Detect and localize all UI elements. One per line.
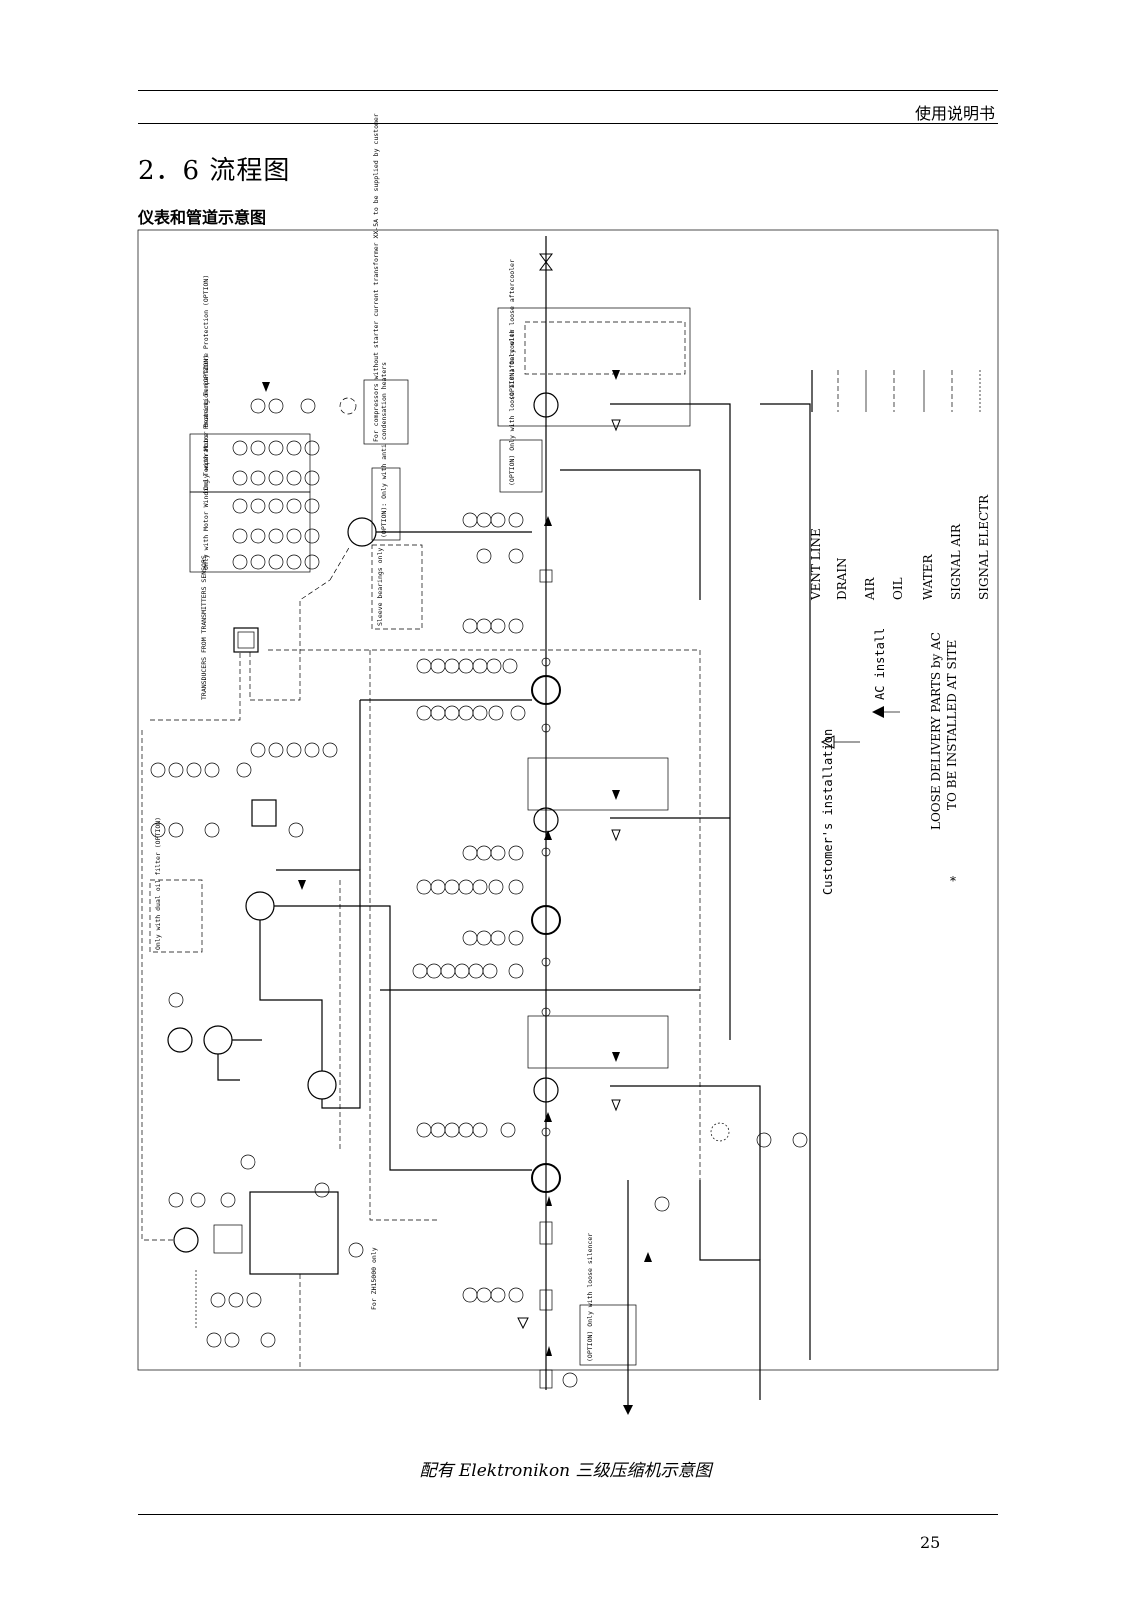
- prelube-motor: [167, 1027, 193, 1053]
- legend-oil: OIL: [891, 577, 905, 600]
- compressor-stage-2: [531, 905, 561, 935]
- label-dual-oil-filter: Only with dual oil filter (OPTION): [154, 817, 162, 950]
- label-transducers: TRANSDUCERS FROM TRANSMITTERS SENSORS: [200, 555, 208, 700]
- label-air-aftercooler-2: (OPTION) Only with loose air aftercooler: [508, 329, 516, 486]
- section-subtitle: 仪表和管道示意图: [138, 208, 267, 227]
- label-ac-install: AC install: [873, 628, 887, 700]
- label-sleeve-bearings: Sleeve bearings only: [376, 548, 384, 626]
- page-number: 25: [920, 1533, 941, 1552]
- legend-note-line1: LOOSE DELIVERY PARTS by AC: [929, 632, 943, 830]
- oil-cooler: [245, 891, 275, 921]
- label-loose-silencer: (OPTION) Only with loose silencer: [586, 1233, 594, 1362]
- diagram-frame: [137, 229, 999, 1371]
- header-title: 使用说明书: [914, 104, 995, 123]
- oil-pump: [307, 1070, 337, 1100]
- legend-signal-electr: SIGNAL ELECTR: [977, 494, 991, 600]
- outlet-arrow: [623, 1405, 633, 1415]
- oil-filter: [251, 799, 277, 827]
- label-customers-installation: Customer's installation: [821, 729, 835, 895]
- legend-signal-air: SIGNAL AIR: [949, 523, 963, 600]
- legend-drain: DRAIN: [835, 557, 849, 600]
- legend-note-line2: TO BE INSTALLED AT SITE: [945, 640, 959, 810]
- compressor-stage-1: [531, 1163, 561, 1193]
- figure-caption: 配有 Elektronikon 三级压缩机示意图: [419, 1461, 712, 1481]
- intercooler-box-1: [527, 1015, 669, 1069]
- header-bottom-rule: [138, 123, 998, 124]
- label-transformer-note: For compressors without starter current …: [372, 113, 380, 442]
- label-condensation-heaters: (OPTION): Only with anti condensation he…: [380, 362, 388, 538]
- intercooler-box-2: [527, 757, 669, 811]
- label-zh-note: For ZH15000 only: [370, 1247, 378, 1310]
- aftercooler-box: [497, 307, 691, 427]
- compressor-stage-3: [531, 675, 561, 705]
- cooler-symbol: [533, 392, 559, 418]
- legend-asterisk: *: [950, 874, 956, 888]
- legend-air: AIR: [863, 577, 877, 601]
- legend-vent-line: VENT LINE: [809, 528, 823, 601]
- header-top-rule: [138, 90, 998, 91]
- footer-rule: [138, 1514, 998, 1515]
- section-title: 2．6 流程图: [138, 156, 291, 186]
- label-motor-bearing: Only with Motor Bearing Temperature Prot…: [202, 275, 210, 490]
- legend-water: WATER: [921, 553, 935, 600]
- label-vent-aftercooler: (OPTION) Only with loose aftercooler: [508, 259, 516, 400]
- prelube-pump: [203, 1025, 233, 1055]
- label-motor-winding: Only with Motor Winding Temperature Prot…: [202, 355, 210, 570]
- oil-tank: [249, 1191, 339, 1275]
